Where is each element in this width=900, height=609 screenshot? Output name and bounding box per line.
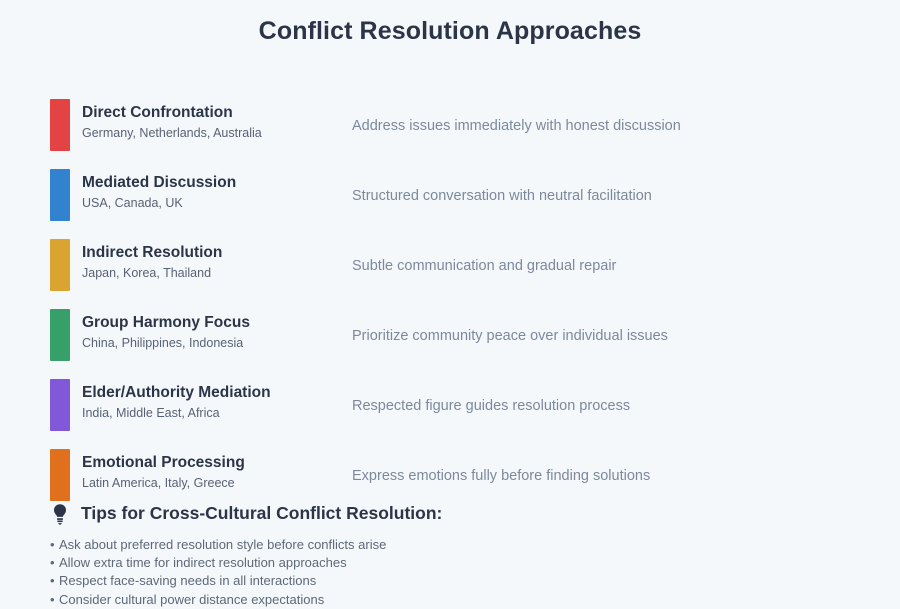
tips-bullet-list: • Ask about preferred resolution style be… xyxy=(50,536,890,609)
approach-color-bar xyxy=(50,169,70,221)
tip-item: • Ask about preferred resolution style be… xyxy=(50,536,890,554)
approach-name: Emotional Processing xyxy=(82,454,245,471)
tip-text: Allow extra time for indirect resolution… xyxy=(59,555,347,571)
approach-regions: Japan, Korea, Thailand xyxy=(82,266,212,280)
approach-regions: USA, Canada, UK xyxy=(82,196,183,210)
tip-item: •Allow extra time for indirect resolutio… xyxy=(50,554,890,572)
approach-name: Mediated Discussion xyxy=(82,174,237,191)
approach-description: Subtle communication and gradual repair xyxy=(352,258,617,274)
approach-description: Structured conversation with neutral fac… xyxy=(352,188,652,204)
approach-name: Direct Confrontation xyxy=(82,104,233,121)
approach-color-bar xyxy=(50,379,70,431)
page-title: Conflict Resolution Approaches xyxy=(258,17,642,45)
tip-bullet-dot: • xyxy=(50,555,55,571)
approach-color-bar xyxy=(50,239,70,291)
tip-text: Ask about preferred resolution style bef… xyxy=(59,537,387,552)
approach-regions: Germany, Netherlands, Australia xyxy=(82,126,262,140)
tip-item: •Respect face-saving needs in all intera… xyxy=(50,572,890,590)
tip-text: Respect face-saving needs in all interac… xyxy=(59,573,317,589)
approach-name: Group Harmony Focus xyxy=(82,314,250,331)
tip-bullet-dot: • xyxy=(50,537,55,552)
tips-section: Tips for Cross-Cultural Conflict Resolut… xyxy=(50,500,890,609)
approach-description: Respected figure guides resolution proce… xyxy=(352,398,631,414)
approach-description: Prioritize community peace over individu… xyxy=(352,328,668,344)
approach-name: Elder/Authority Mediation xyxy=(82,384,271,401)
approach-color-bar xyxy=(50,449,70,501)
approach-description: Address issues immediately with honest d… xyxy=(352,118,681,134)
approach-regions: India, Middle East, Africa xyxy=(82,406,220,420)
tip-text: Consider cultural power distance expecta… xyxy=(59,591,325,607)
tips-heading: Tips for Cross-Cultural Conflict Resolut… xyxy=(50,500,890,526)
tip-bullet-dot: • xyxy=(50,573,55,589)
tip-bullet-dot: • xyxy=(50,591,55,607)
tips-heading-text: Tips for Cross-Cultural Conflict Resolut… xyxy=(81,502,443,523)
approach-color-bar xyxy=(50,309,70,361)
approach-name: Indirect Resolution xyxy=(82,244,223,261)
approach-regions: Latin America, Italy, Greece xyxy=(82,476,235,490)
lightbulb-icon xyxy=(50,503,70,525)
approach-color-bar xyxy=(50,99,70,151)
approach-description: Express emotions fully before finding so… xyxy=(352,468,651,484)
approach-regions: China, Philippines, Indonesia xyxy=(82,336,244,350)
